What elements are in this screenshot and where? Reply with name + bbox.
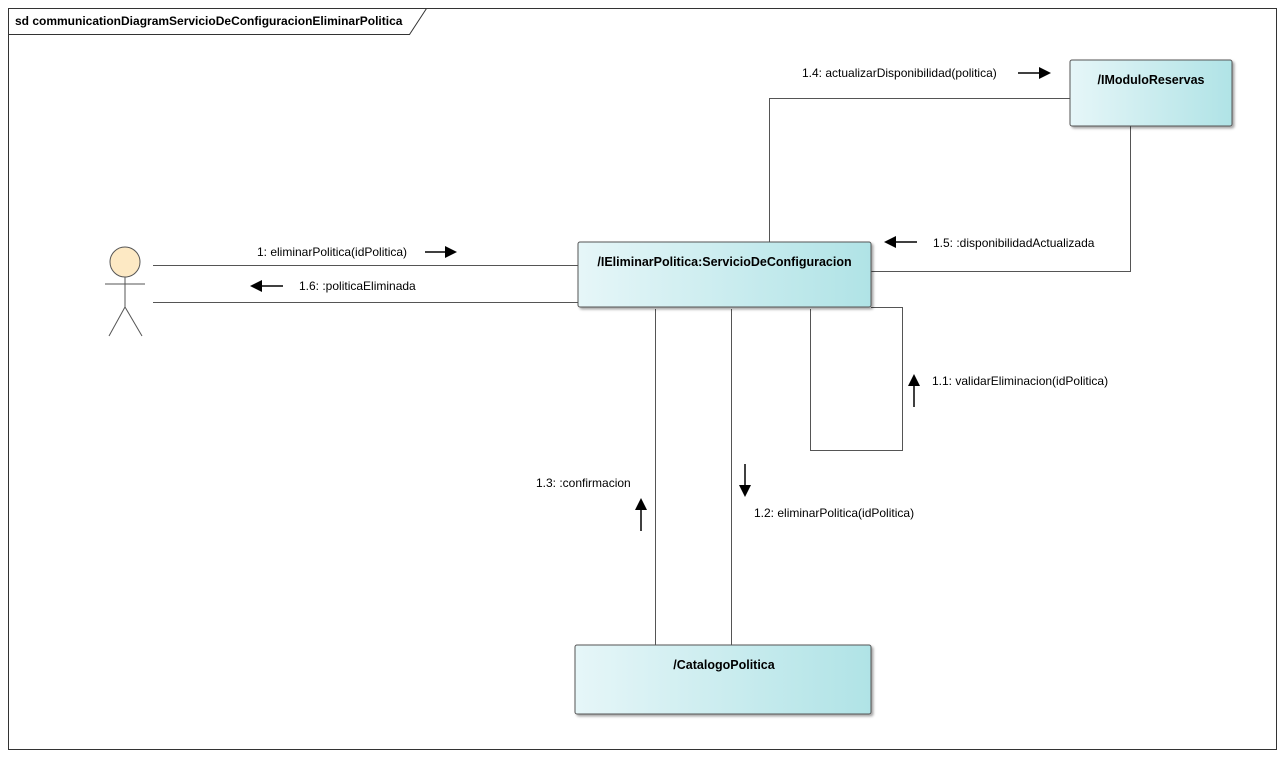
arrow-left-icon — [250, 280, 283, 292]
node-servicio-box[interactable] — [577, 241, 872, 308]
node-reservas[interactable]: /IModuloReservas — [1069, 59, 1233, 127]
arrow-down-icon — [739, 464, 751, 497]
message-1-4-label: 1.4: actualizarDisponibilidad(politica) — [802, 66, 997, 80]
message-arrows — [250, 67, 1051, 531]
arrow-up-icon — [635, 498, 647, 531]
node-servicio-name: /IEliminarPolitica:ServicioDeConfiguraci… — [597, 255, 851, 269]
frame-label: sd communicationDiagramServicioDeConfigu… — [15, 14, 403, 28]
arrow-up-icon — [908, 374, 920, 407]
actor-right-leg — [124, 306, 143, 337]
frame-label-tab — [8, 8, 427, 35]
actor-left-leg — [108, 306, 126, 337]
link-servicio-self — [810, 307, 903, 451]
node-catalogo[interactable]: /CatalogoPolitica — [574, 644, 872, 715]
link-servicio-reservas-top — [769, 98, 1070, 242]
arrow-right-icon — [1018, 67, 1051, 79]
node-catalogo-name: /CatalogoPolitica — [673, 658, 775, 672]
message-1-3-label: 1.3: :confirmacion — [536, 476, 631, 490]
diagram-frame — [8, 8, 1277, 750]
message-1-5-label: 1.5: :disponibilidadActualizada — [933, 236, 1095, 250]
message-1-2-label: 1.2: eliminarPolitica(idPolitica) — [754, 506, 914, 520]
connection-lines — [153, 98, 1131, 645]
arrow-left-icon — [884, 236, 917, 248]
message-1-1-label: 1.1: validarEliminacion(idPolitica) — [932, 374, 1108, 388]
node-catalogo-box[interactable] — [574, 644, 872, 715]
message-1-6-label: 1.6: :politicaEliminada — [299, 279, 416, 293]
actor — [105, 246, 145, 337]
link-servicio-reservas-bottom — [871, 126, 1131, 272]
node-reservas-name: /IModuloReservas — [1098, 73, 1205, 87]
node-reservas-box[interactable] — [1069, 59, 1233, 127]
node-servicio[interactable]: /IEliminarPolitica:ServicioDeConfiguraci… — [577, 241, 872, 308]
message-1-label: 1: eliminarPolitica(idPolitica) — [257, 245, 407, 259]
actor-head — [109, 246, 141, 278]
arrow-right-icon — [425, 246, 457, 258]
